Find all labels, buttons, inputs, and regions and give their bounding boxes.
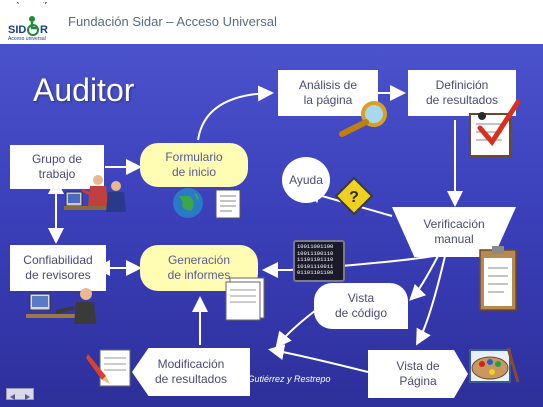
node-vista-codigo: Vista de código: [314, 283, 408, 329]
node-generacion-informes-label: Generación de informes: [167, 253, 231, 282]
svg-text:SID: SID: [8, 24, 26, 36]
sidar-logo: FUNDACION SID R Acceso universal: [4, 0, 60, 42]
people-meeting-clipart: [64, 175, 126, 212]
node-analisis-pagina-label: Análisis de la página: [298, 78, 358, 107]
paint-palette-icon: [469, 347, 520, 383]
node-formulario-inicio-label: Formulario de inicio: [165, 150, 223, 179]
magnifier-icon: [339, 101, 387, 137]
warning-sign-icon: ?: [334, 176, 374, 216]
node-modificacion-resultados: Modificación de resultados: [132, 348, 250, 396]
wheelchair-logo-icon: FUNDACION SID R Acceso universal: [8, 0, 49, 42]
node-definicion-resultados: Definición de resultados: [408, 70, 516, 116]
nav-arrows-icon: [10, 394, 30, 400]
computer-user-clipart: [26, 288, 96, 324]
pencil-icon: [86, 349, 131, 387]
clipboard-icon: [479, 246, 517, 311]
node-modificacion-resultados-label: Modificación de resultados: [154, 357, 228, 386]
binary-screen-icon: 10011001100 10011100110 11101101110 1010…: [293, 240, 345, 282]
node-grupo-trabajo-label: Grupo de trabajo: [31, 152, 83, 181]
node-vista-pagina: Vista de Página: [368, 350, 468, 398]
node-confiabilidad-revisores: Confiabilidad de revisores: [10, 245, 106, 291]
svg-text:R: R: [40, 24, 48, 36]
svg-text:Acceso universal: Acceso universal: [8, 36, 46, 42]
document-icon: [215, 189, 241, 219]
footer-credit: e Gutiérrez y Restrepo: [240, 374, 331, 384]
node-confiabilidad-revisores-label: Confiabilidad de revisores: [23, 253, 93, 282]
node-ayuda: Ayuda: [282, 157, 330, 203]
node-vista-codigo-label: Vista de código: [334, 291, 388, 320]
header: FUNDACION SID R Acceso universal Fundaci…: [0, 0, 543, 44]
navigation-icon[interactable]: [6, 388, 34, 400]
globe-icon: [173, 188, 241, 219]
checklist-icon: [469, 99, 521, 157]
node-formulario-inicio: Formulario de inicio: [140, 143, 248, 187]
node-vista-pagina-label: Vista de Página: [396, 359, 440, 388]
node-analisis-pagina: Análisis de la página: [278, 70, 378, 116]
svg-text:FUNDACION: FUNDACION: [16, 2, 49, 6]
node-definicion-resultados-label: Definición de resultados: [425, 78, 499, 107]
slide-title: Auditor: [33, 72, 135, 108]
node-ayuda-label: Ayuda: [289, 172, 323, 187]
node-grupo-trabajo: Grupo de trabajo: [10, 145, 104, 189]
svg-text:?: ?: [349, 189, 359, 206]
node-generacion-informes: Generación de informes: [140, 245, 258, 291]
header-title: Fundación Sidar – Acceso Universal: [68, 14, 277, 29]
node-verificacion-manual-label: Verificación manual: [423, 217, 485, 246]
document-stack-icon: [225, 277, 265, 321]
